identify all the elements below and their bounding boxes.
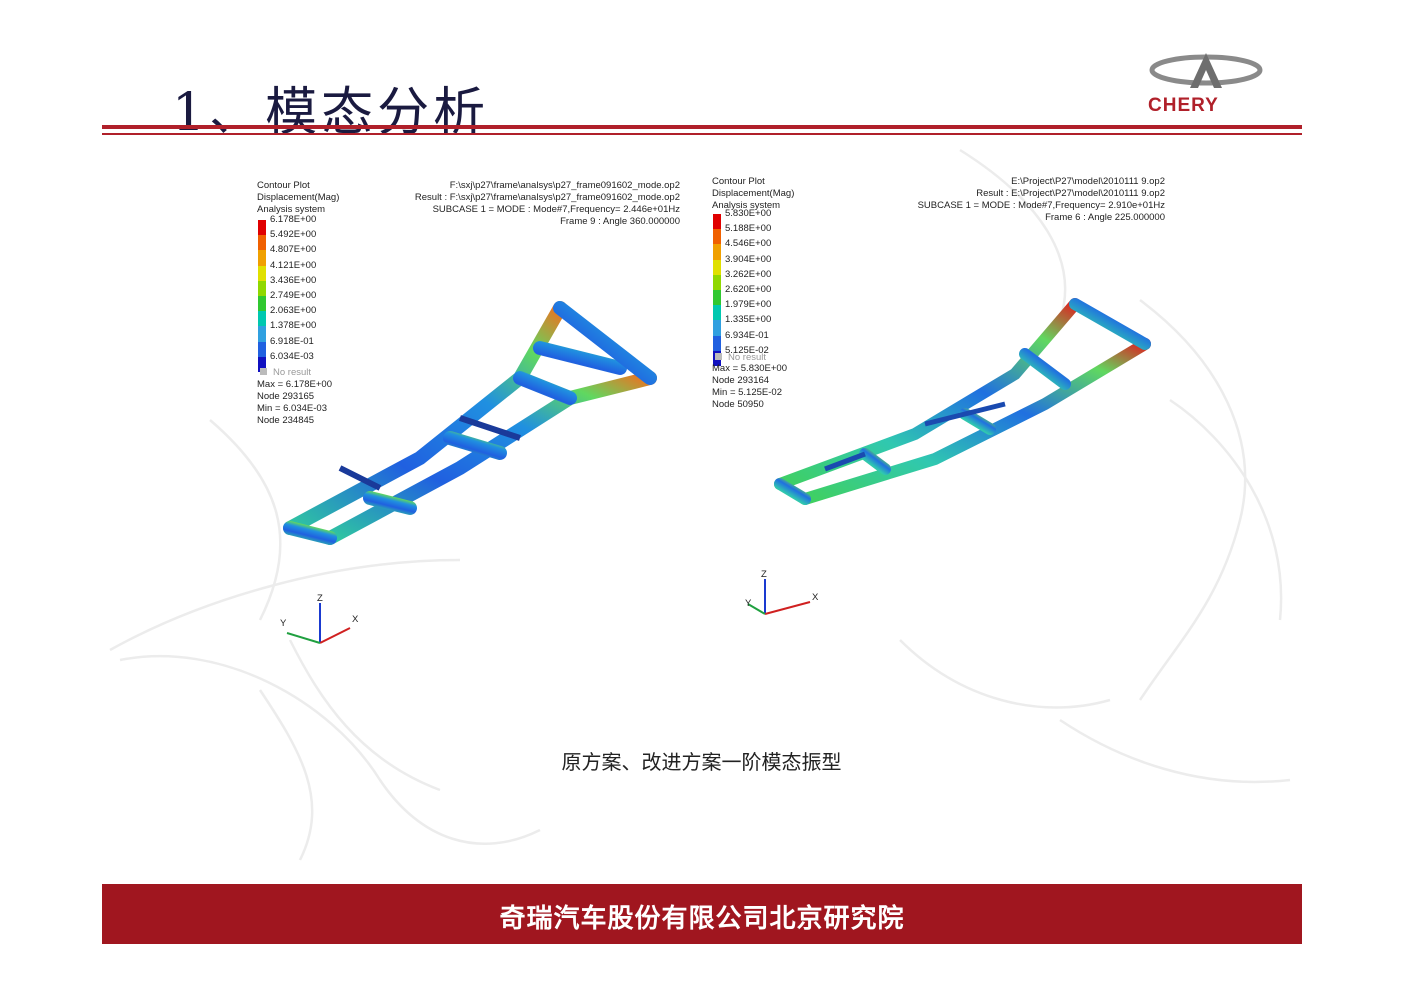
legend-swatch	[713, 289, 721, 306]
left-axis-z: Z	[317, 593, 323, 604]
legend-swatch	[713, 305, 721, 321]
left-min-node: Node 234845	[257, 414, 315, 426]
left-contour-plot: Contour Plot Displacement(Mag) Analysis …	[250, 178, 700, 658]
legend-swatch	[258, 250, 266, 266]
right-frame: Frame 6 : Angle 225.000000	[1045, 211, 1165, 223]
legend-swatch	[258, 235, 266, 251]
left-header-line: Contour Plot	[257, 180, 310, 191]
left-header-left: Contour Plot Displacement(Mag) Analysis …	[257, 180, 339, 216]
right-result-path: Result : E:\Project\P27\model\2010111 9.…	[976, 187, 1165, 199]
right-header-line: Displacement(Mag)	[712, 187, 795, 199]
legend-label: 4.121E+00	[270, 259, 317, 271]
legend-swatch	[258, 311, 266, 327]
left-frame-model	[283, 301, 657, 545]
logo-text: CHERY	[1148, 95, 1219, 116]
no-result-swatch	[715, 353, 722, 360]
right-max: Max = 5.830E+00	[712, 363, 787, 374]
legend-label: 5.188E+00	[725, 223, 772, 235]
legend-label: 4.807E+00	[270, 244, 317, 256]
right-no-result: No result	[715, 352, 766, 364]
legend-label: 6.918E-01	[270, 335, 314, 347]
legend-label: 1.979E+00	[725, 299, 772, 311]
right-frame-model	[774, 298, 1151, 505]
legend-label: 2.063E+00	[270, 305, 317, 317]
legend-swatch	[713, 244, 721, 260]
legend-label: 3.436E+00	[270, 274, 317, 286]
no-result-swatch	[260, 368, 267, 375]
left-header-right: F:\sxj\p27\frame\analsys\p27_frame091602…	[415, 180, 680, 228]
right-file-path: E:\Project\P27\model\2010111 9.op2	[1011, 176, 1165, 187]
legend-swatch	[713, 320, 721, 336]
left-file-path: F:\sxj\p27\frame\analsys\p27_frame091602…	[449, 180, 680, 191]
right-header-left: Contour Plot Displacement(Mag) Analysis …	[712, 176, 794, 212]
figure-caption: 原方案、改进方案一阶模态振型	[561, 750, 842, 774]
legend-label: 5.830E+00	[725, 208, 772, 219]
right-max-node: Node 293164	[712, 374, 770, 386]
legend-swatch	[713, 335, 721, 351]
right-subcase: SUBCASE 1 = MODE : Mode#7,Frequency= 2.9…	[917, 199, 1165, 211]
legend-label: 2.620E+00	[725, 283, 772, 295]
right-header-line: Analysis system	[712, 199, 781, 211]
right-contour-plot: Contour Plot Displacement(Mag) Analysis …	[705, 174, 1175, 634]
right-axis-y: Y	[745, 598, 752, 609]
left-stats: Max = 6.178E+00 Node 293165 Min = 6.034E…	[257, 379, 332, 427]
footer-bar: 奇瑞汽车股份有限公司北京研究院	[102, 884, 1302, 944]
legend-label: 3.904E+00	[725, 253, 772, 265]
right-axis-x: X	[812, 592, 819, 603]
right-axis-triad-icon	[747, 579, 811, 615]
legend-label: 6.934E-01	[725, 329, 769, 341]
legend-label: 1.378E+00	[270, 320, 317, 332]
legend-swatch	[713, 229, 721, 245]
left-min: Min = 6.034E-03	[257, 402, 327, 414]
right-min: Min = 5.125E-02	[712, 386, 782, 398]
legend-swatch	[258, 356, 266, 372]
header-rule-thin	[102, 133, 1302, 135]
legend-label: 5.125E-02	[725, 344, 769, 356]
legend-swatch	[258, 341, 266, 357]
left-header-line: Displacement(Mag)	[257, 191, 340, 203]
left-max-node: Node 293165	[257, 390, 315, 402]
right-header-line: Contour Plot	[712, 176, 765, 187]
legend-swatch	[258, 220, 266, 236]
right-stats: Max = 5.830E+00 Node 293164 Min = 5.125E…	[712, 363, 787, 411]
legend-swatch	[713, 259, 721, 275]
legend-label: 4.546E+00	[725, 238, 772, 250]
right-min-node: Node 50950	[712, 398, 764, 410]
legend-label: 5.492E+00	[270, 229, 317, 241]
right-header-right: E:\Project\P27\model\2010111 9.op2 Resul…	[918, 176, 1165, 224]
left-axis-triad-icon	[286, 603, 351, 644]
left-header-line: Analysis system	[257, 203, 326, 215]
legend-label: 1.335E+00	[725, 314, 772, 326]
left-max: Max = 6.178E+00	[257, 379, 332, 390]
legend-swatch	[713, 274, 721, 290]
left-no-result: No result	[260, 367, 311, 379]
right-no-result-label: No result	[728, 352, 767, 363]
header-rule	[102, 125, 1302, 129]
right-axis-z: Z	[761, 569, 767, 580]
legend-label: 6.034E-03	[270, 350, 314, 362]
legend-swatch	[258, 265, 266, 281]
legend-swatch	[258, 326, 266, 342]
left-axis-x: X	[352, 614, 359, 625]
left-frame: Frame 9 : Angle 360.000000	[560, 215, 680, 227]
legend-label: 6.178E+00	[270, 214, 317, 225]
footer-text: 奇瑞汽车股份有限公司北京研究院	[499, 904, 905, 934]
legend-swatch	[258, 280, 266, 296]
left-subcase: SUBCASE 1 = MODE : Mode#7,Frequency= 2.4…	[432, 203, 680, 215]
legend-swatch	[258, 295, 266, 312]
left-axis-y: Y	[280, 618, 287, 629]
chery-logo-icon	[1149, 53, 1263, 88]
legend-swatch	[713, 214, 721, 230]
legend-label: 2.749E+00	[270, 289, 317, 301]
left-no-result-label: No result	[273, 367, 312, 378]
left-result-path: Result : F:\sxj\p27\frame\analsys\p27_fr…	[414, 191, 680, 203]
legend-label: 3.262E+00	[725, 268, 772, 280]
